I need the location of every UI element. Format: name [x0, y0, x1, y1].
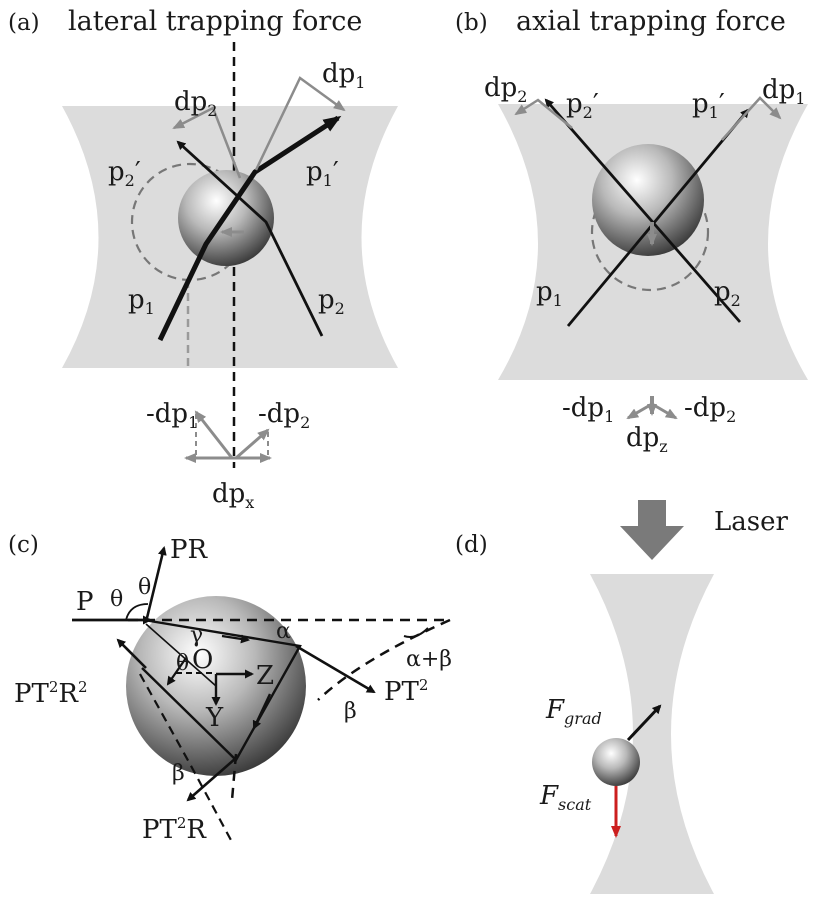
label-p2-a: p2: [318, 285, 345, 318]
dp1-triangle-a: [254, 76, 346, 171]
label-dp2-b: dp2: [484, 73, 527, 106]
panel-a-letter: (a): [8, 10, 40, 36]
mdp1-arrow: [194, 410, 234, 459]
panel-b-title: axial trapping force: [516, 6, 786, 37]
ray-PT2R2: [116, 638, 147, 669]
label-theta-2: θ: [138, 575, 151, 600]
label-dp1-a: dp1: [322, 59, 365, 92]
label-p1prime-a: p1′: [306, 157, 339, 190]
label-dpx: dpx: [212, 479, 254, 512]
label-mdp2: -dp2: [258, 399, 310, 432]
label-fgrad: Fgrad: [545, 695, 602, 728]
ray-p1-a: [157, 115, 342, 342]
label-theta-3: θ: [176, 651, 189, 676]
ray-PR: [144, 546, 167, 623]
label-PR: PR: [170, 535, 208, 565]
laser-arrow-icon: [620, 500, 684, 560]
label-theta-1: θ: [110, 587, 123, 612]
label-p1-b: p1: [536, 277, 563, 310]
label-Z: Z: [256, 661, 274, 691]
panel-b-letter: (b): [455, 10, 488, 36]
label-fscat: Fscat: [539, 781, 592, 814]
ext-dash-lower: [230, 753, 238, 801]
ext-dash-left: [139, 673, 233, 843]
label-PT2R2: PT2R2: [14, 678, 88, 709]
ray-PT2: [295, 644, 376, 694]
label-PT2: PT2: [384, 676, 428, 707]
label-dpz: dpz: [626, 423, 668, 456]
ray-p1-b: [566, 108, 750, 327]
normal-line: [145, 623, 217, 687]
label-p2-b: p2: [714, 277, 741, 310]
mdp2-arrow: [235, 428, 270, 460]
ray-PT2R: [186, 757, 237, 802]
ray-inside: [141, 618, 302, 762]
label-O: O: [192, 645, 213, 675]
label-beta-right: β: [344, 699, 357, 724]
angle-arc-alpha-beta: [403, 627, 429, 638]
beam-waist-d: [590, 574, 714, 894]
internal-arrow-3: [221, 634, 250, 644]
panel-c: (c) P PR θ θ θ: [8, 532, 452, 845]
panel-d: (d) Laser Fgrad Fscat: [455, 500, 788, 894]
label-mdp1-b: -dp1: [562, 393, 614, 426]
panel-a-title: lateral trapping force: [68, 6, 362, 37]
panel-b: (b) axial trapping force dp2 p2′ p1′ dp1…: [455, 6, 808, 456]
label-p2prime-a: p2′: [108, 157, 141, 190]
mdp1-arrow-b: [626, 402, 653, 420]
panel-a: (a) lateral trapping force dp1 dp2 p2′ p…: [8, 6, 398, 512]
label-gamma: γ: [190, 623, 203, 648]
internal-arrow-2: [166, 657, 187, 686]
label-laser: Laser: [714, 507, 788, 537]
label-dp1-b: dp1: [762, 75, 805, 108]
dp2-triangle-a: [172, 106, 242, 179]
fgrad-arrow: [626, 704, 662, 742]
label-p1prime-b: p1′: [692, 89, 725, 122]
label-dp2-a: dp2: [174, 87, 217, 120]
angle-arc-theta: [125, 603, 149, 621]
panel-d-letter: (d): [455, 532, 488, 558]
ext-dash-alpha-beta: [317, 618, 451, 701]
dp2-triangle-b: [514, 98, 573, 129]
label-beta-lower: β: [172, 761, 185, 786]
mdp2-arrow-b: [651, 402, 678, 420]
label-alpha-beta: α+β: [406, 647, 452, 672]
label-mdp2-b: -dp2: [684, 393, 736, 426]
panel-c-letter: (c): [8, 532, 39, 558]
label-Y: Y: [205, 703, 224, 733]
microsphere-b: [592, 144, 704, 256]
label-alpha: α: [276, 619, 291, 644]
label-mdp1: -dp1: [146, 399, 198, 432]
dp1-triangle-b: [721, 96, 782, 141]
particle-d: [592, 738, 640, 786]
internal-arrow: [252, 693, 272, 730]
label-p2prime-b: p2′: [566, 89, 599, 122]
label-P: P: [76, 587, 94, 617]
ray-p2-a: [176, 140, 324, 337]
label-p1-a: p1: [128, 285, 155, 318]
label-PT2R: PT2R: [142, 814, 207, 845]
ray-p2-b: [544, 98, 742, 323]
